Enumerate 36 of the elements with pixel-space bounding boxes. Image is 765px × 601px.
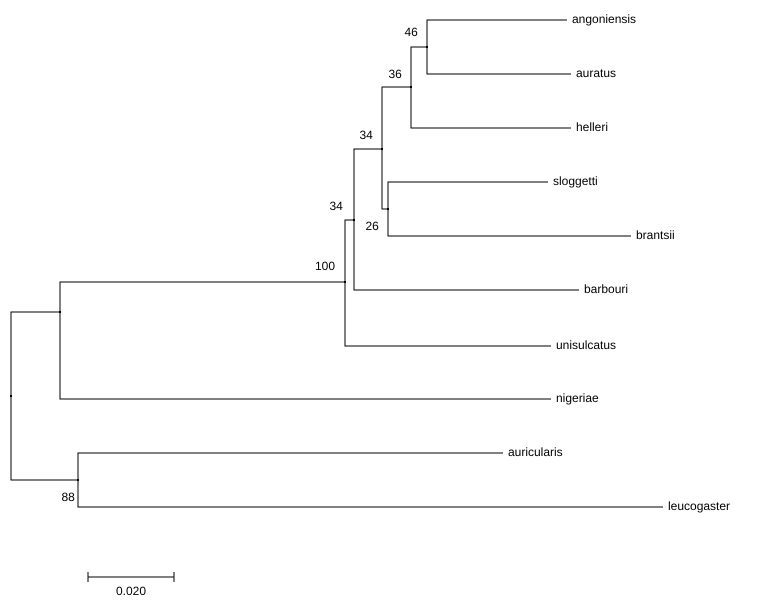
bootstrap-value: 26 <box>366 219 379 233</box>
taxon-label: brantsii <box>636 228 675 243</box>
tree-branch <box>10 312 60 396</box>
tree-branch <box>382 148 388 210</box>
taxon-label: sloggetti <box>553 174 598 189</box>
tree-branch <box>78 452 504 480</box>
taxon-label: angoniensis <box>572 12 636 27</box>
tree-branch <box>344 220 354 282</box>
tree-branch <box>410 86 572 128</box>
bootstrap-value: 34 <box>360 128 373 142</box>
tree-branch <box>60 282 346 312</box>
taxon-label: nigeriae <box>556 391 599 406</box>
tree-branch <box>354 148 382 220</box>
tree-branch <box>78 480 664 508</box>
bootstrap-value: 46 <box>404 25 418 39</box>
tree-branch <box>388 182 548 210</box>
taxon-label: auricularis <box>508 445 563 460</box>
bootstrap-value: 36 <box>388 67 402 81</box>
taxon-label: leucogaster <box>668 499 730 514</box>
scale-label: 0.020 <box>116 584 146 598</box>
tree-branch <box>382 86 412 150</box>
bootstrap-value: 34 <box>330 199 343 213</box>
tree-branch <box>344 282 552 346</box>
tree-branch <box>388 208 632 236</box>
taxon-label: barbouri <box>584 282 628 297</box>
tree-branch <box>426 20 568 48</box>
taxon-label: unisulcatus <box>556 338 616 353</box>
taxon-label: auratus <box>576 66 616 81</box>
tree-branch <box>426 46 572 74</box>
tree-branch <box>10 396 78 480</box>
taxon-label: helleri <box>576 120 608 135</box>
tree-branch <box>354 220 580 290</box>
bootstrap-value: 88 <box>62 490 75 504</box>
bootstrap-value: 100 <box>315 259 336 273</box>
tree-branch <box>60 312 552 400</box>
tree-branch <box>410 46 428 88</box>
